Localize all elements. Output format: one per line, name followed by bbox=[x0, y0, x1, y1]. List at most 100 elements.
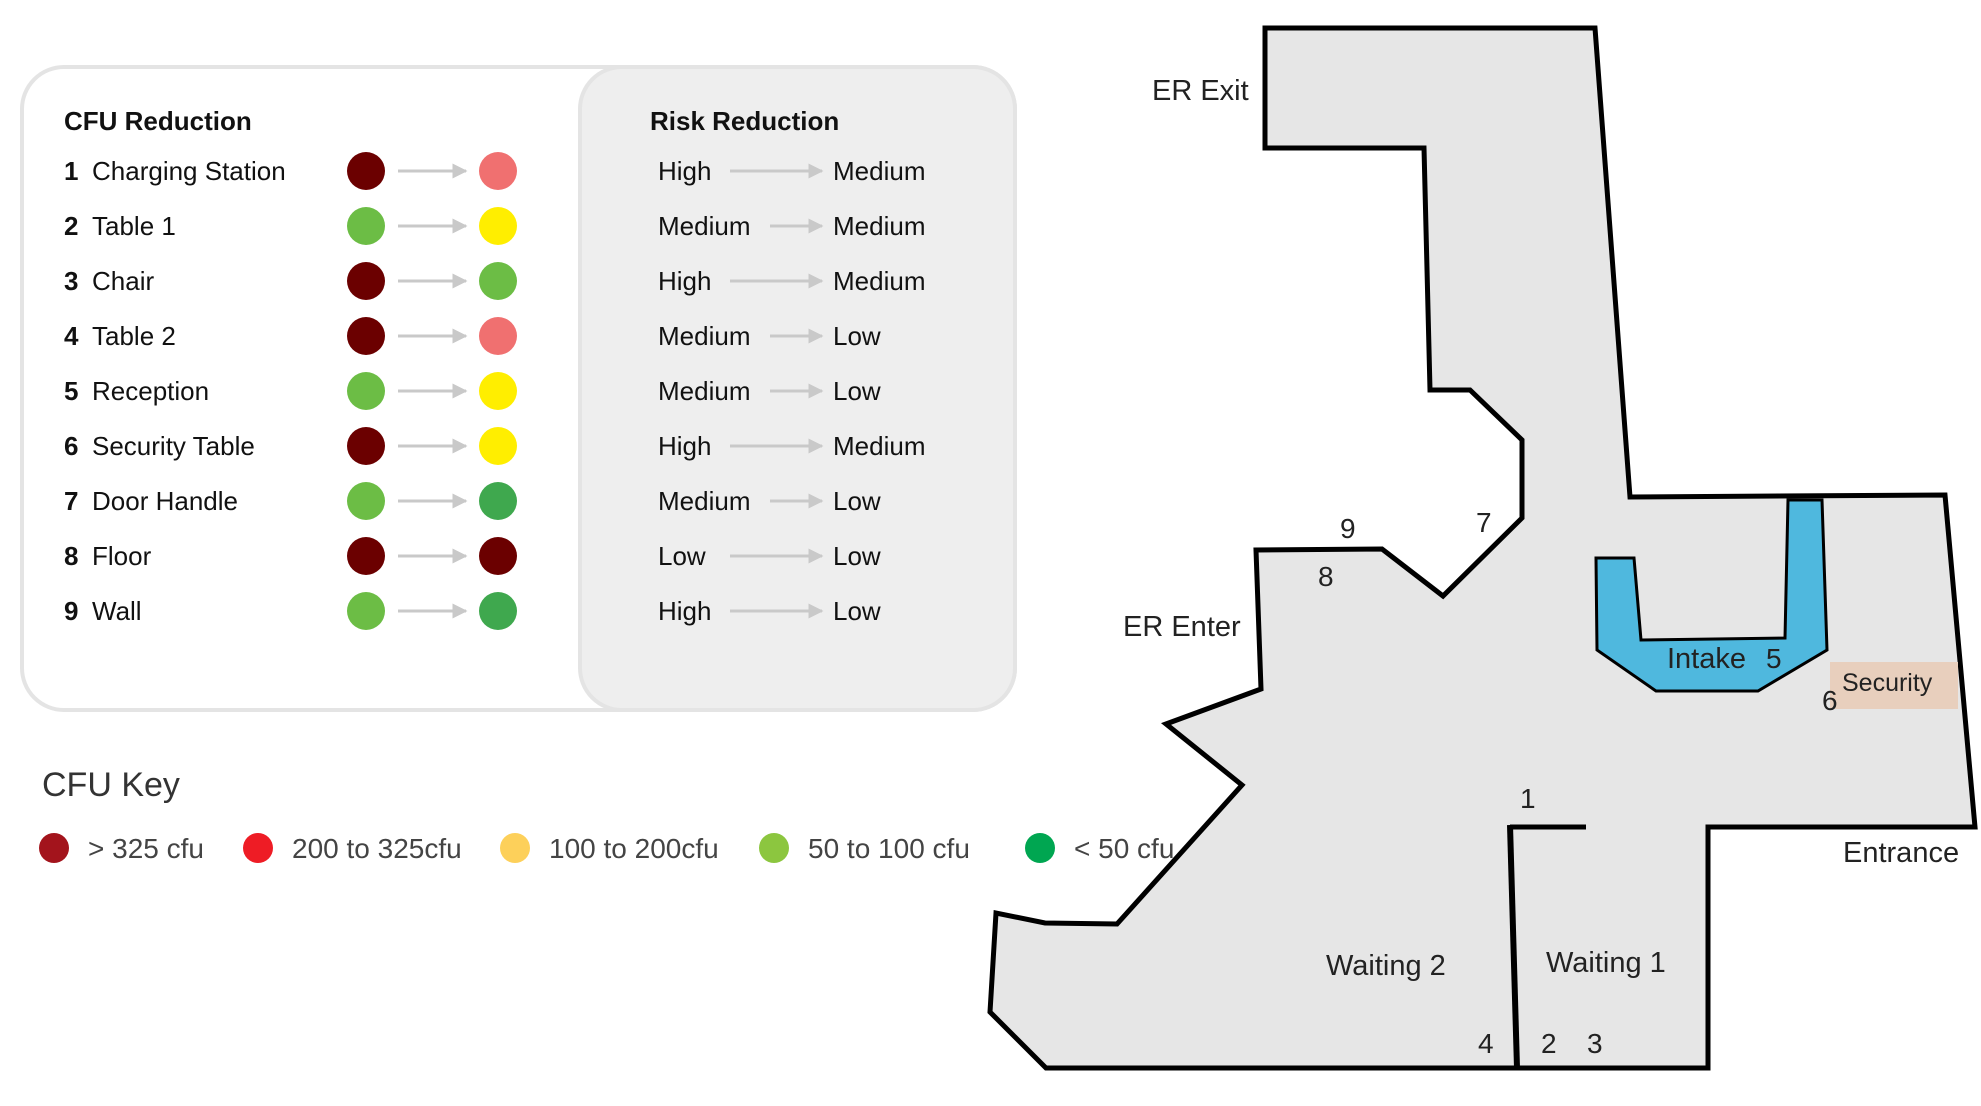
marker-2: 2 bbox=[1541, 1028, 1557, 1059]
cfu-row-label: Charging Station bbox=[92, 156, 286, 186]
risk-from-label: Low bbox=[658, 541, 706, 571]
risk-to-label: Medium bbox=[833, 266, 925, 296]
risk-to-label: Medium bbox=[833, 156, 925, 186]
cfu-row-number: 9 bbox=[64, 596, 78, 626]
cfu-reduction-title: CFU Reduction bbox=[64, 106, 252, 136]
risk-from-label: Medium bbox=[658, 321, 750, 351]
cfu-row-1: 1 Charging Station bbox=[64, 152, 517, 190]
cfu-row-8: 8 Floor bbox=[64, 537, 517, 575]
floor-outline bbox=[987, 25, 1978, 1071]
cfu-row-7: 7 Door Handle bbox=[64, 482, 517, 520]
er-enter-label: ER Enter bbox=[1123, 611, 1241, 643]
risk-row-6: High Medium bbox=[658, 431, 925, 461]
risk-row-3: High Medium bbox=[658, 266, 925, 296]
risk-to-label: Low bbox=[833, 321, 881, 351]
marker-8: 8 bbox=[1318, 561, 1334, 592]
cfu-row-number: 6 bbox=[64, 431, 78, 461]
cfu-row-label: Floor bbox=[92, 541, 152, 571]
cfu-before-dot bbox=[347, 262, 385, 300]
cfu-key: CFU Key > 325 cfu 200 to 325cfu 100 to 200… bbox=[39, 766, 1174, 864]
risk-to-label: Medium bbox=[833, 431, 925, 461]
cfu-row-3: 3 Chair bbox=[64, 262, 517, 300]
cfu-row-number: 7 bbox=[64, 486, 78, 516]
cfu-before-dot bbox=[347, 372, 385, 410]
cfu-after-dot bbox=[479, 537, 517, 575]
cfu-before-dot bbox=[347, 152, 385, 190]
cfu-before-dot bbox=[347, 592, 385, 630]
cfu-row-label: Door Handle bbox=[92, 486, 238, 516]
cfu-row-label: Table 2 bbox=[92, 321, 176, 351]
waiting-divider bbox=[1507, 824, 1520, 1069]
risk-from-label: Medium bbox=[658, 376, 750, 406]
marker-6: 6 bbox=[1822, 685, 1838, 716]
waiting-2-label: Waiting 2 bbox=[1326, 950, 1446, 982]
cfu-row-9: 9 Wall bbox=[64, 592, 517, 630]
cfu-key-swatch bbox=[1025, 833, 1055, 863]
cfu-key-swatch bbox=[39, 833, 69, 863]
cfu-row-number: 5 bbox=[64, 376, 78, 406]
marker-3: 3 bbox=[1587, 1028, 1603, 1059]
cfu-key-item: > 325 cfu bbox=[39, 833, 204, 864]
risk-panel-bg bbox=[578, 65, 1017, 712]
risk-to-label: Low bbox=[833, 486, 881, 516]
risk-row-5: Medium Low bbox=[658, 376, 881, 406]
risk-row-4: Medium Low bbox=[658, 321, 881, 351]
cfu-row-number: 4 bbox=[64, 321, 79, 351]
risk-from-label: Medium bbox=[658, 211, 750, 241]
entrance-label: Entrance bbox=[1843, 837, 1959, 869]
risk-row-8: Low Low bbox=[658, 541, 881, 571]
risk-from-label: High bbox=[658, 156, 711, 186]
cfu-before-dot bbox=[347, 427, 385, 465]
risk-to-label: Low bbox=[833, 376, 881, 406]
cfu-key-swatch bbox=[759, 833, 789, 863]
cfu-before-dot bbox=[347, 317, 385, 355]
risk-to-label: Low bbox=[833, 541, 881, 571]
risk-from-label: Medium bbox=[658, 486, 750, 516]
risk-row-1: High Medium bbox=[658, 156, 925, 186]
intake-desk bbox=[1594, 498, 1829, 693]
cfu-after-dot bbox=[479, 317, 517, 355]
cfu-key-item: 200 to 325cfu bbox=[243, 833, 462, 864]
risk-to-label: Medium bbox=[833, 211, 925, 241]
cfu-after-dot bbox=[479, 482, 517, 520]
cfu-row-number: 3 bbox=[64, 266, 78, 296]
marker-1: 1 bbox=[1520, 783, 1536, 814]
cfu-key-label: < 50 cfu bbox=[1074, 833, 1174, 864]
cfu-after-dot bbox=[479, 207, 517, 245]
marker-7: 7 bbox=[1476, 507, 1492, 538]
risk-from-label: High bbox=[658, 266, 711, 296]
cfu-key-swatch bbox=[243, 833, 273, 863]
cfu-key-item: 50 to 100 cfu bbox=[759, 833, 970, 864]
cfu-row-label: Chair bbox=[92, 266, 154, 296]
security-area bbox=[1830, 662, 1958, 709]
marker-4: 4 bbox=[1478, 1028, 1494, 1059]
cfu-key-items: > 325 cfu 200 to 325cfu 100 to 200cfu 50 to… bbox=[39, 833, 1174, 864]
cfu-key-label: 100 to 200cfu bbox=[549, 833, 719, 864]
risk-from-label: High bbox=[658, 431, 711, 461]
cfu-key-item: 100 to 200cfu bbox=[500, 833, 719, 864]
cfu-after-dot bbox=[479, 592, 517, 630]
cfu-row-label: Wall bbox=[92, 596, 142, 626]
floor-plan: ER Exit ER Enter Entrance Intake Securit… bbox=[987, 25, 1978, 1071]
cfu-before-dot bbox=[347, 482, 385, 520]
cfu-after-dot bbox=[479, 262, 517, 300]
cfu-key-label: > 325 cfu bbox=[88, 833, 204, 864]
cfu-key-label: 200 to 325cfu bbox=[292, 833, 462, 864]
cfu-after-dot bbox=[479, 372, 517, 410]
cfu-before-dot bbox=[347, 537, 385, 575]
cfu-row-label: Reception bbox=[92, 376, 209, 406]
risk-row-7: Medium Low bbox=[658, 486, 881, 516]
cfu-after-dot bbox=[479, 152, 517, 190]
er-exit-label: ER Exit bbox=[1152, 75, 1249, 107]
intake-label: Intake bbox=[1667, 643, 1746, 675]
marker-5: 5 bbox=[1766, 643, 1782, 674]
cfu-key-title: CFU Key bbox=[42, 766, 180, 804]
cfu-row-number: 1 bbox=[64, 156, 78, 186]
cfu-row-number: 8 bbox=[64, 541, 78, 571]
